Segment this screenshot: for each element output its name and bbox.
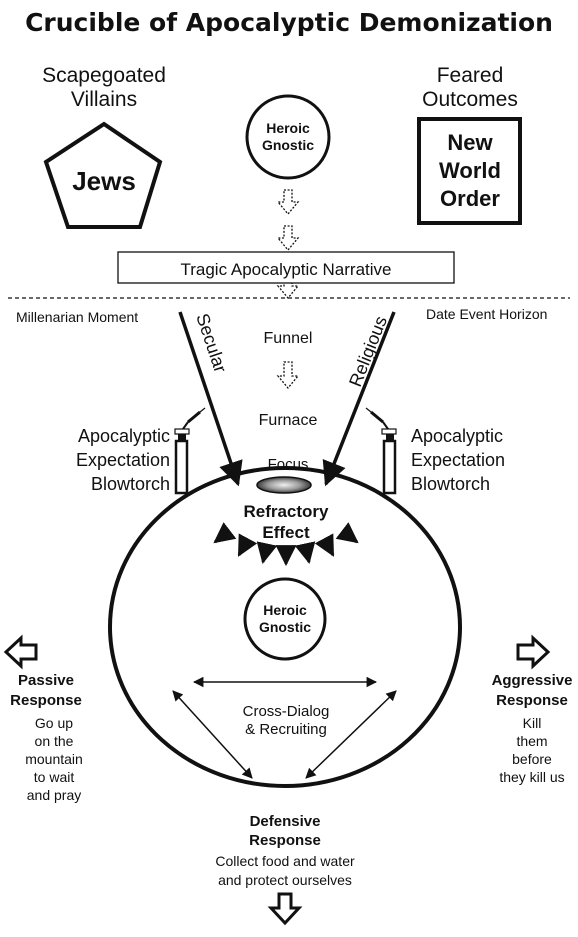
aggressive-body-1: Kill [523,715,542,731]
passive-body-5: and pray [27,787,81,803]
dashed-arrow-icon [276,189,300,216]
blowtorch-right-line-3: Blowtorch [411,474,490,494]
narrative-label: Tragic Apocalyptic Narrative [180,260,391,279]
aggressive-body-2: them [516,733,547,749]
passive-heading-2: Response [10,692,82,709]
date-horizon-label: Date Event Horizon [426,306,547,322]
religious-funnel-line [322,311,396,487]
aggressive-heading-2: Response [496,692,568,709]
defensive-heading-1: Defensive [250,813,321,830]
refractory-line-1: Refractory [243,502,329,521]
crucible-ellipse [108,466,462,788]
cross-dialog-right-arrow [305,690,397,779]
outcomes-box [417,117,522,225]
refraction-arrows [213,522,359,567]
passive-heading-1: Passive [18,672,74,689]
blowtorch-icon [365,407,397,495]
outcomes-heading-1: Feared [437,64,504,87]
outcomes-label-3: Order [440,186,500,211]
villains-label: Jews [72,166,136,196]
defensive-body-1: Collect food and water [215,853,355,869]
hero-top-line-1: Heroic [266,120,310,136]
aggressive-heading-1: Aggressive [492,672,573,689]
aggressive-body-3: before [512,751,552,767]
blowtorch-right-line-2: Expectation [411,450,505,470]
cross-dialog-line-1: Cross-Dialog [243,703,330,720]
dashed-arrow-icon [276,225,300,252]
passive-arrow-icon [3,634,38,670]
hero-top-circle [245,94,331,180]
dashed-arrow-icon [276,361,300,390]
diagram-title: Crucible of Apocalyptic Demonization [25,8,553,37]
cross-dialog-line-2: & Recruiting [245,721,327,738]
aggressive-arrow-icon [516,634,551,670]
passive-body-3: mountain [25,751,83,767]
aggressive-body-4: they kill us [499,769,564,785]
villains-pentagon [43,121,163,229]
defensive-heading-2: Response [249,832,321,849]
passive-body-2: on the [35,733,74,749]
defensive-body-2: and protect ourselves [218,872,352,888]
hero-inner-line-2: Gnostic [259,619,311,635]
furnace-label: Furnace [259,412,318,429]
funnel-label: Funnel [264,330,313,347]
cross-dialog-left-arrow [172,690,253,779]
blowtorch-left-line-3: Blowtorch [91,474,170,494]
blowtorch-left-line-1: Apocalyptic [78,426,170,446]
blowtorch-left-line-2: Expectation [76,450,170,470]
hero-inner-circle [243,577,327,661]
refractory-line-2: Effect [262,523,310,542]
passive-body-4: to wait [34,769,75,785]
secular-funnel-line [178,311,243,487]
outcomes-label-1: New [447,130,493,155]
villains-heading-2: Villains [71,88,137,111]
villains-heading-1: Scapegoated [42,64,166,87]
hero-top-line-2: Gnostic [262,137,314,153]
narrative-box [117,251,455,284]
millenarian-label: Millenarian Moment [16,309,138,325]
blowtorch-right-line-1: Apocalyptic [411,426,503,446]
outcomes-label-2: World [439,158,501,183]
religious-label: Religious [345,313,391,389]
defensive-arrow-icon [267,892,303,926]
hero-inner-line-1: Heroic [263,602,307,618]
outcomes-heading-2: Outcomes [422,88,518,111]
passive-body-1: Go up [35,715,73,731]
focus-lens [256,476,312,494]
blowtorch-icon [174,407,206,495]
